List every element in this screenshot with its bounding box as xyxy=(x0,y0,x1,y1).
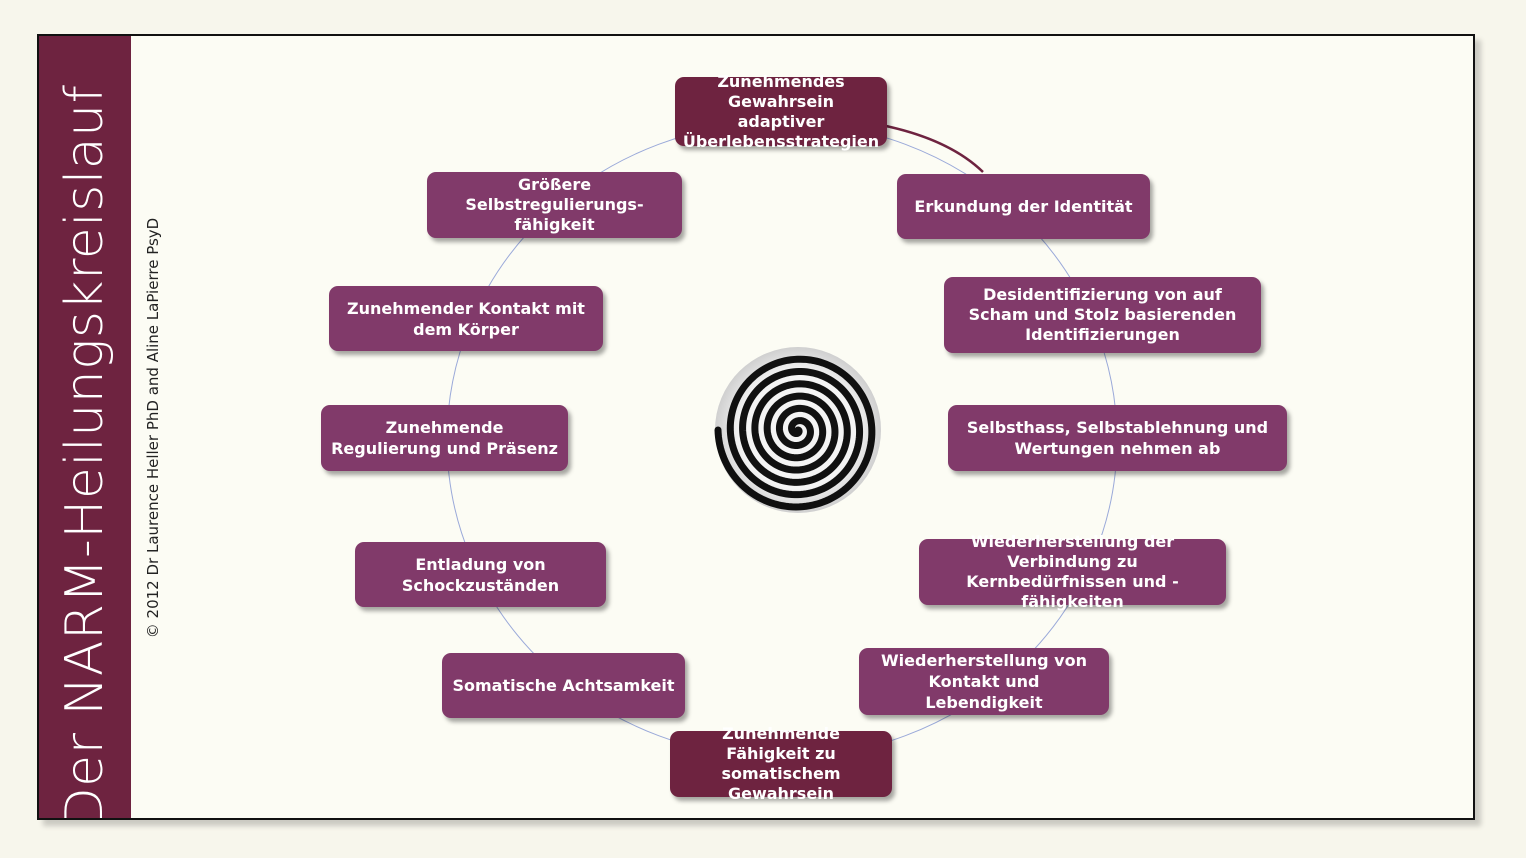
node-regulation-presence: Zunehmende Regulierung und Präsenz xyxy=(321,405,568,471)
node-label: Entladung von Schockzuständen xyxy=(401,554,560,595)
node-core-needs: Wiederherstellung der Verbindung zu Kern… xyxy=(919,532,1226,611)
node-shock-discharge: Entladung von Schockzuständen xyxy=(355,542,606,607)
node-somatic-mindfulness: Somatische Achtsamkeit xyxy=(442,653,685,718)
node-contact-aliveness: Wiederherstellung von Kontakt und Lebend… xyxy=(859,648,1109,715)
node-label: Wiederherstellung der Verbindung zu Kern… xyxy=(966,532,1179,611)
node-body-contact: Zunehmender Kontakt mit dem Körper xyxy=(329,286,603,351)
node-label: Somatische Achtsamkeit xyxy=(452,676,675,695)
node-label: Zunehmendes Gewahrsein adaptiver Überleb… xyxy=(682,71,880,151)
node-somatic-awareness-capacity: Zunehmende Fähigkeit zu somatischem Gewa… xyxy=(670,724,892,803)
node-label: Desidentifizierung von auf Scham und Sto… xyxy=(968,285,1237,344)
node-awareness-survival-strategies: Zunehmendes Gewahrsein adaptiver Überleb… xyxy=(675,72,887,151)
node-label: Erkundung der Identität xyxy=(914,197,1133,216)
node-self-hatred-decreases: Selbsthass, Selbstablehnung und Wertunge… xyxy=(948,405,1287,471)
node-self-regulation: Größere Selbstregulierungs-fähigkeit xyxy=(427,172,682,238)
node-disidentification: Desidentifizierung von auf Scham und Sto… xyxy=(944,277,1261,353)
cycle-arrow-highlight xyxy=(885,124,984,173)
node-label: Zunehmender Kontakt mit dem Körper xyxy=(347,298,585,339)
node-label: Selbsthass, Selbstablehnung und Wertunge… xyxy=(966,418,1269,458)
title-sidebar: Der NARM-Heilungskreislauf xyxy=(39,36,131,818)
node-label: Wiederherstellung von Kontakt und Lebend… xyxy=(881,651,1087,712)
node-label: Größere Selbstregulierungs-fähigkeit xyxy=(465,175,644,234)
node-exploration-identity: Erkundung der Identität xyxy=(897,174,1150,239)
spiral-icon xyxy=(714,347,881,513)
node-label: Zunehmende Regulierung und Präsenz xyxy=(331,418,558,458)
node-label: Zunehmende Fähigkeit zu somatischem Gewa… xyxy=(721,724,841,803)
